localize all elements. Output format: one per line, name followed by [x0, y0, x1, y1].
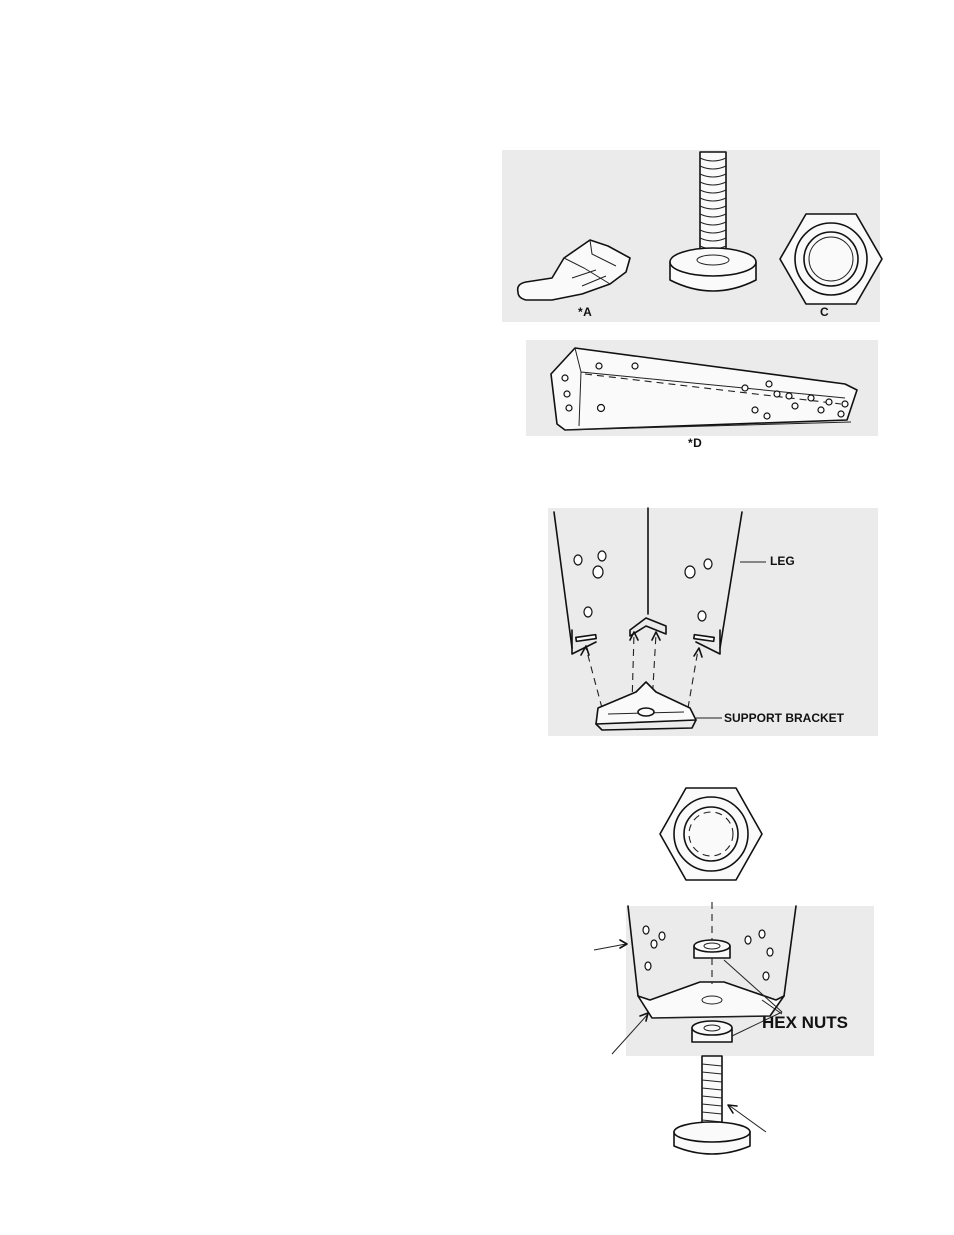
- hex-nut-top-illustration: [658, 786, 764, 882]
- part-c-label: C: [820, 305, 829, 319]
- part-a-label: *A: [578, 305, 592, 319]
- support-bracket-callout-label: SUPPORT BRACKET: [724, 711, 844, 725]
- hex-nut-illustration: [778, 212, 884, 306]
- leg-part-illustration: [545, 344, 865, 436]
- leveling-foot-illustration: [660, 152, 770, 302]
- leg-callout-label: LEG: [770, 554, 795, 568]
- bracket-clip-illustration: [512, 228, 642, 308]
- leg-bracket-illustration: [550, 508, 880, 736]
- hex-nuts-callout-label: HEX NUTS: [762, 1013, 848, 1033]
- part-d-label: *D: [688, 436, 702, 450]
